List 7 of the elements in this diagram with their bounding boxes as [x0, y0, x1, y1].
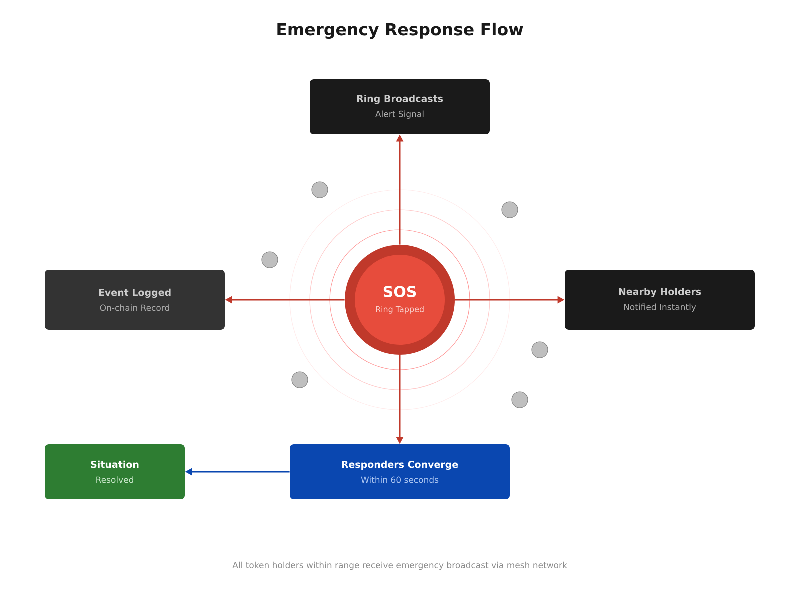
- title: Emergency Response Flow: [278, 22, 524, 40]
- process-box: Situation Resolved: [45, 444, 185, 500]
- process-box: Responders Converge Within 60 seconds: [290, 444, 510, 500]
- caption: All token holders within range receive emergency broadcast via mesh network: [232, 562, 568, 570]
- process-box: Nearby Holders Notified Instantly: [565, 270, 755, 330]
- process-box: Ring Broadcasts Alert Signal: [310, 80, 490, 134]
- process-box: Event Logged On-chain Record: [45, 270, 225, 330]
